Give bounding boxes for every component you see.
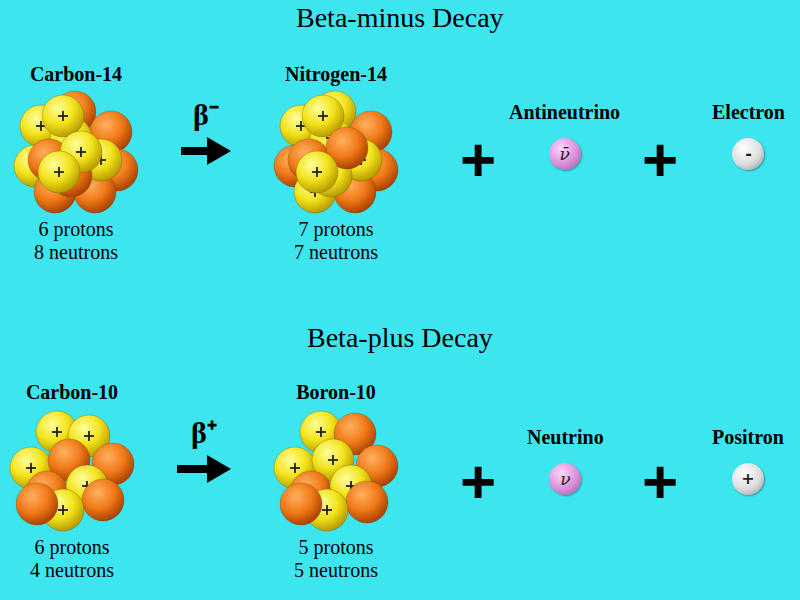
particle-symbol: - (745, 146, 752, 162)
particle-node: Neutrino ν (527, 425, 604, 495)
nucleus-name: Boron-10 (296, 380, 376, 404)
plus-operator: + (460, 451, 496, 513)
particle-node: Positron + (712, 425, 784, 495)
decay-type-label: β⁻ (193, 99, 219, 131)
proton-plus-mark (62, 505, 64, 515)
nucleus-node: Carbon-14 6 protons 8 neutrons (11, 62, 141, 264)
particle-name: Electron (712, 100, 785, 124)
proton-plus-mark (80, 147, 82, 157)
nucleus-node: Nitrogen-14 7 protons 7 neutrons (271, 62, 401, 264)
proton-ball (42, 95, 84, 137)
plus-operator: + (642, 451, 678, 513)
proton-ball (38, 151, 80, 193)
particle-symbol: + (741, 471, 754, 487)
particle-ball: ν̄ (549, 138, 581, 170)
proton-plus-mark (30, 463, 32, 473)
nucleus-node: Boron-10 5 protons 5 neutrons (271, 380, 401, 582)
neutron-ball (280, 483, 322, 525)
neutron-ball (82, 479, 124, 521)
arrow-head (207, 455, 231, 483)
particle-symbol: ν̄ (559, 146, 569, 163)
nucleus-illustration (271, 86, 401, 216)
nucleon-count: 6 protons 4 neutrons (29, 536, 116, 582)
particle-symbol: ν (560, 471, 570, 488)
decay-type-label: β⁺ (191, 417, 217, 449)
particle-name: Positron (712, 425, 784, 449)
arrow-head (207, 137, 231, 165)
nucleus-name: Nitrogen-14 (285, 62, 387, 86)
diagram-title: Beta-minus Decay (296, 2, 504, 34)
particle-ball: + (732, 463, 764, 495)
proton-plus-mark (294, 463, 296, 473)
proton-plus-mark (322, 111, 324, 121)
nucleus-node: Carbon-10 6 protons 4 neutrons (7, 380, 137, 582)
nucleon-count: 7 protons 7 neutrons (293, 218, 380, 264)
neutron-ball (346, 481, 388, 523)
nucleus-name: Carbon-10 (26, 380, 118, 404)
reaction-arrow (181, 137, 231, 165)
plus-operator: + (642, 129, 678, 191)
particle-node: Antineutrino ν̄ (509, 100, 620, 170)
plus-operator: + (460, 129, 496, 191)
arrow-shaft (181, 147, 209, 155)
reaction-arrow (177, 455, 231, 483)
particle-name: Antineutrino (509, 100, 620, 124)
nucleus-illustration (7, 404, 137, 534)
proton-plus-mark (62, 111, 64, 121)
proton-plus-mark (40, 121, 42, 131)
neutron-ball (16, 483, 58, 525)
nucleus-illustration (11, 86, 141, 216)
proton-plus-mark (332, 455, 334, 465)
nucleon-count: 5 protons 5 neutrons (293, 536, 380, 582)
nucleus-illustration (271, 404, 401, 534)
proton-plus-mark (300, 121, 302, 131)
proton-plus-mark (326, 505, 328, 515)
particle-node: Electron - (712, 100, 785, 170)
proton-plus-mark (56, 427, 58, 437)
proton-ball (296, 151, 338, 193)
proton-plus-mark (316, 167, 318, 177)
proton-plus-mark (58, 167, 60, 177)
particle-ball: - (732, 138, 764, 170)
proton-plus-mark (88, 431, 90, 441)
nucleus-name: Carbon-14 (30, 62, 122, 86)
proton-plus-mark (320, 427, 322, 437)
section-heading: Beta-plus Decay (307, 322, 493, 354)
particle-ball: ν (549, 463, 581, 495)
arrow-shaft (177, 465, 209, 473)
nucleon-count: 6 protons 8 neutrons (33, 218, 120, 264)
particle-name: Neutrino (527, 425, 604, 449)
